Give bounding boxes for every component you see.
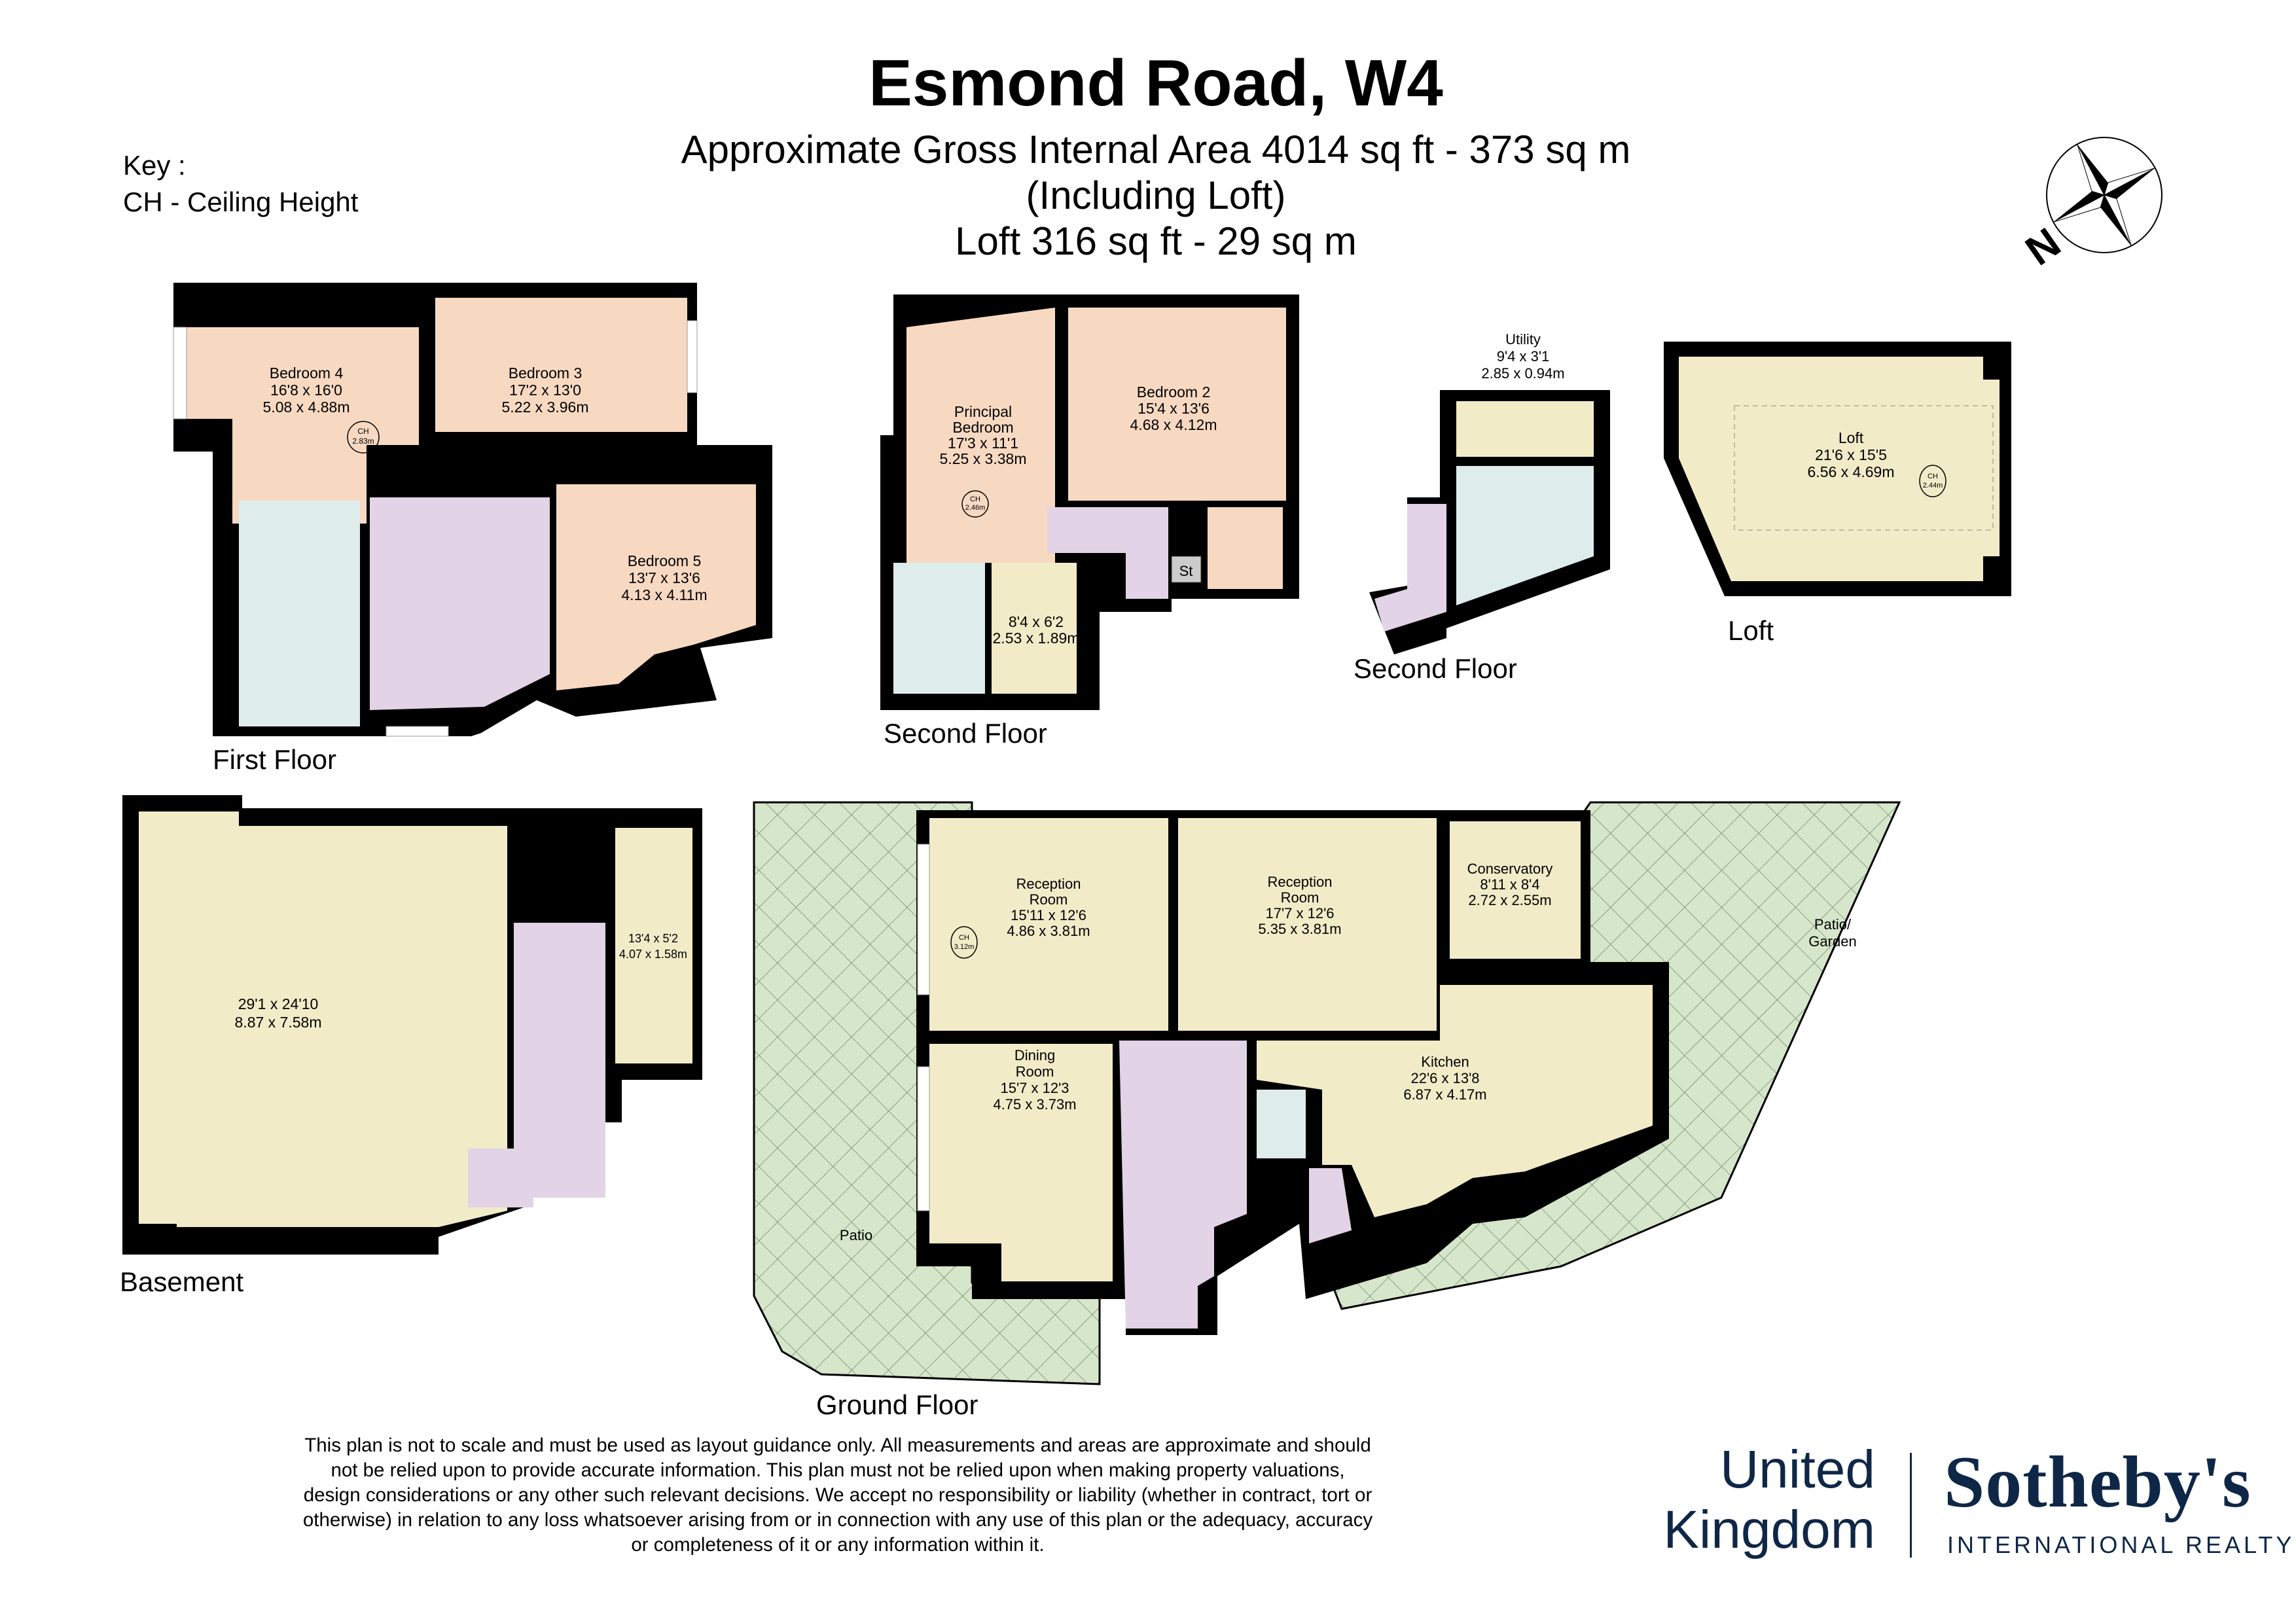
svg-text:2.72 x 2.55m: 2.72 x 2.55m <box>1468 892 1551 908</box>
svg-text:2.44m: 2.44m <box>1923 482 1943 490</box>
svg-text:Bedroom: Bedroom <box>952 419 1013 436</box>
svg-text:Utility: Utility <box>1505 331 1541 348</box>
region-logo-text: United Kingdom <box>1663 1440 1875 1560</box>
svg-text:5.35 x 3.81m: 5.35 x 3.81m <box>1258 921 1341 937</box>
svg-text:3.12m: 3.12m <box>954 943 975 951</box>
svg-text:6.87 x 4.17m: 6.87 x 4.17m <box>1403 1086 1486 1103</box>
key-entry-ceiling-height: CH - Ceiling Height <box>123 187 359 217</box>
loft-area: Loft 316 sq ft - 29 sq m <box>955 219 1357 263</box>
svg-text:4.68 x 4.12m: 4.68 x 4.12m <box>1130 416 1217 433</box>
svg-text:16'8 x 16'0: 16'8 x 16'0 <box>270 382 342 399</box>
ground-floor-label: Ground Floor <box>816 1389 978 1420</box>
svg-text:15'4 x 13'6: 15'4 x 13'6 <box>1138 400 1210 417</box>
svg-text:Conservatory: Conservatory <box>1467 861 1553 877</box>
svg-text:17'3 x 11'1: 17'3 x 11'1 <box>948 435 1018 452</box>
svg-text:2.83m: 2.83m <box>352 437 374 446</box>
svg-text:15'11 x 12'6: 15'11 x 12'6 <box>1011 907 1086 923</box>
svg-text:2.85 x 0.94m: 2.85 x 0.94m <box>1481 365 1564 382</box>
svg-text:Bedroom 3: Bedroom 3 <box>509 365 583 382</box>
including-loft-note: (Including Loft) <box>1026 173 1286 217</box>
svg-text:29'1 x 24'10: 29'1 x 24'10 <box>238 995 319 1012</box>
svg-text:Reception: Reception <box>1267 874 1332 890</box>
svg-text:6.56 x 4.69m: 6.56 x 4.69m <box>1808 463 1895 480</box>
svg-text:4.07 x 1.58m: 4.07 x 1.58m <box>619 948 687 961</box>
loft-label: Loft <box>1728 615 1774 646</box>
basement-label: Basement <box>120 1266 244 1297</box>
svg-text:CH: CH <box>357 427 368 436</box>
second-floor-main-label: Second Floor <box>884 718 1047 749</box>
svg-text:Patio/: Patio/ <box>1814 916 1852 933</box>
svg-text:4.13 x 4.11m: 4.13 x 4.11m <box>621 586 707 603</box>
logo-divider <box>1910 1453 1912 1558</box>
svg-text:Garden: Garden <box>1808 933 1856 950</box>
svg-text:8'4 x 6'2: 8'4 x 6'2 <box>1009 613 1064 630</box>
svg-text:Dining: Dining <box>1014 1047 1055 1063</box>
svg-text:15'7 x 12'3: 15'7 x 12'3 <box>1000 1080 1069 1096</box>
svg-text:Room: Room <box>1016 1063 1054 1080</box>
first-floor-plan: CH 2.83m Bedroom 4 16'8 x 16'0 5.08 x 4.… <box>173 283 772 737</box>
svg-text:5.22 x 3.96m: 5.22 x 3.96m <box>502 399 589 416</box>
svg-text:Bedroom 2: Bedroom 2 <box>1137 383 1211 401</box>
disclaimer: This plan is not to scale and must be us… <box>302 1435 1373 1556</box>
svg-text:Bedroom 5: Bedroom 5 <box>628 552 702 569</box>
svg-text:Kitchen: Kitchen <box>1421 1054 1469 1070</box>
svg-text:4.86 x 3.81m: 4.86 x 3.81m <box>1007 923 1090 939</box>
page-title: Esmond Road, W4 <box>869 46 1443 120</box>
first-floor-label: First Floor <box>213 744 336 775</box>
room-name: Bedroom 4 <box>270 365 344 382</box>
second-floor-rear-plan: Utility 9'4 x 3'1 2.85 x 0.94m <box>1369 331 1610 654</box>
svg-text:4.75 x 3.73m: 4.75 x 3.73m <box>993 1096 1076 1113</box>
svg-text:Room: Room <box>1030 891 1068 908</box>
svg-text:17'7 x 12'6: 17'7 x 12'6 <box>1265 905 1334 921</box>
svg-text:Patio: Patio <box>840 1227 872 1243</box>
svg-text:CH: CH <box>1928 473 1938 480</box>
ground-floor-plan: CH 3.12m Reception Room 15'11 x 12'6 4.8… <box>753 801 1901 1385</box>
svg-text:2.46m: 2.46m <box>965 504 986 512</box>
second-floor-rear-label: Second Floor <box>1354 653 1517 684</box>
svg-text:Loft: Loft <box>1839 429 1864 446</box>
svg-text:5.25 x 3.38m: 5.25 x 3.38m <box>940 450 1027 467</box>
brand-logo: Sotheby's <box>1944 1442 2251 1523</box>
svg-text:CH: CH <box>959 934 969 942</box>
svg-text:13'7 x 13'6: 13'7 x 13'6 <box>628 569 700 586</box>
svg-text:22'6 x 13'8: 22'6 x 13'8 <box>1410 1070 1479 1086</box>
svg-text:13'4 x 5'2: 13'4 x 5'2 <box>628 932 678 945</box>
second-floor-main-plan: St CH 2.46m Principal Bedroom 17'3 x 11'… <box>880 294 1299 710</box>
compass-icon: N <box>2017 137 2162 274</box>
svg-text:17'2 x 13'0: 17'2 x 13'0 <box>509 382 581 399</box>
basement-plan: 29'1 x 24'10 8.87 x 7.58m 13'4 x 5'2 4.0… <box>122 795 702 1255</box>
gross-area: Approximate Gross Internal Area 4014 sq … <box>681 128 1631 171</box>
svg-text:2.53 x 1.89m: 2.53 x 1.89m <box>993 630 1080 647</box>
loft-plan: Loft 21'6 x 15'5 6.56 x 4.69m CH 2.44m <box>1664 342 2011 596</box>
key-title: Key : <box>123 150 186 181</box>
svg-text:8.87 x 7.58m: 8.87 x 7.58m <box>235 1014 322 1031</box>
svg-text:21'6 x 15'5: 21'6 x 15'5 <box>1815 446 1887 463</box>
svg-text:CH: CH <box>970 495 980 503</box>
svg-text:8'11 x 8'4: 8'11 x 8'4 <box>1480 876 1539 893</box>
svg-text:9'4 x 3'1: 9'4 x 3'1 <box>1497 348 1550 365</box>
brand-tagline: INTERNATIONAL REALTY <box>1947 1531 2295 1558</box>
svg-text:Principal: Principal <box>954 403 1012 420</box>
svg-text:5.08 x 4.88m: 5.08 x 4.88m <box>263 399 350 416</box>
svg-text:Room: Room <box>1281 889 1319 906</box>
storage-label: St <box>1179 563 1193 579</box>
svg-text:Reception: Reception <box>1016 876 1081 892</box>
